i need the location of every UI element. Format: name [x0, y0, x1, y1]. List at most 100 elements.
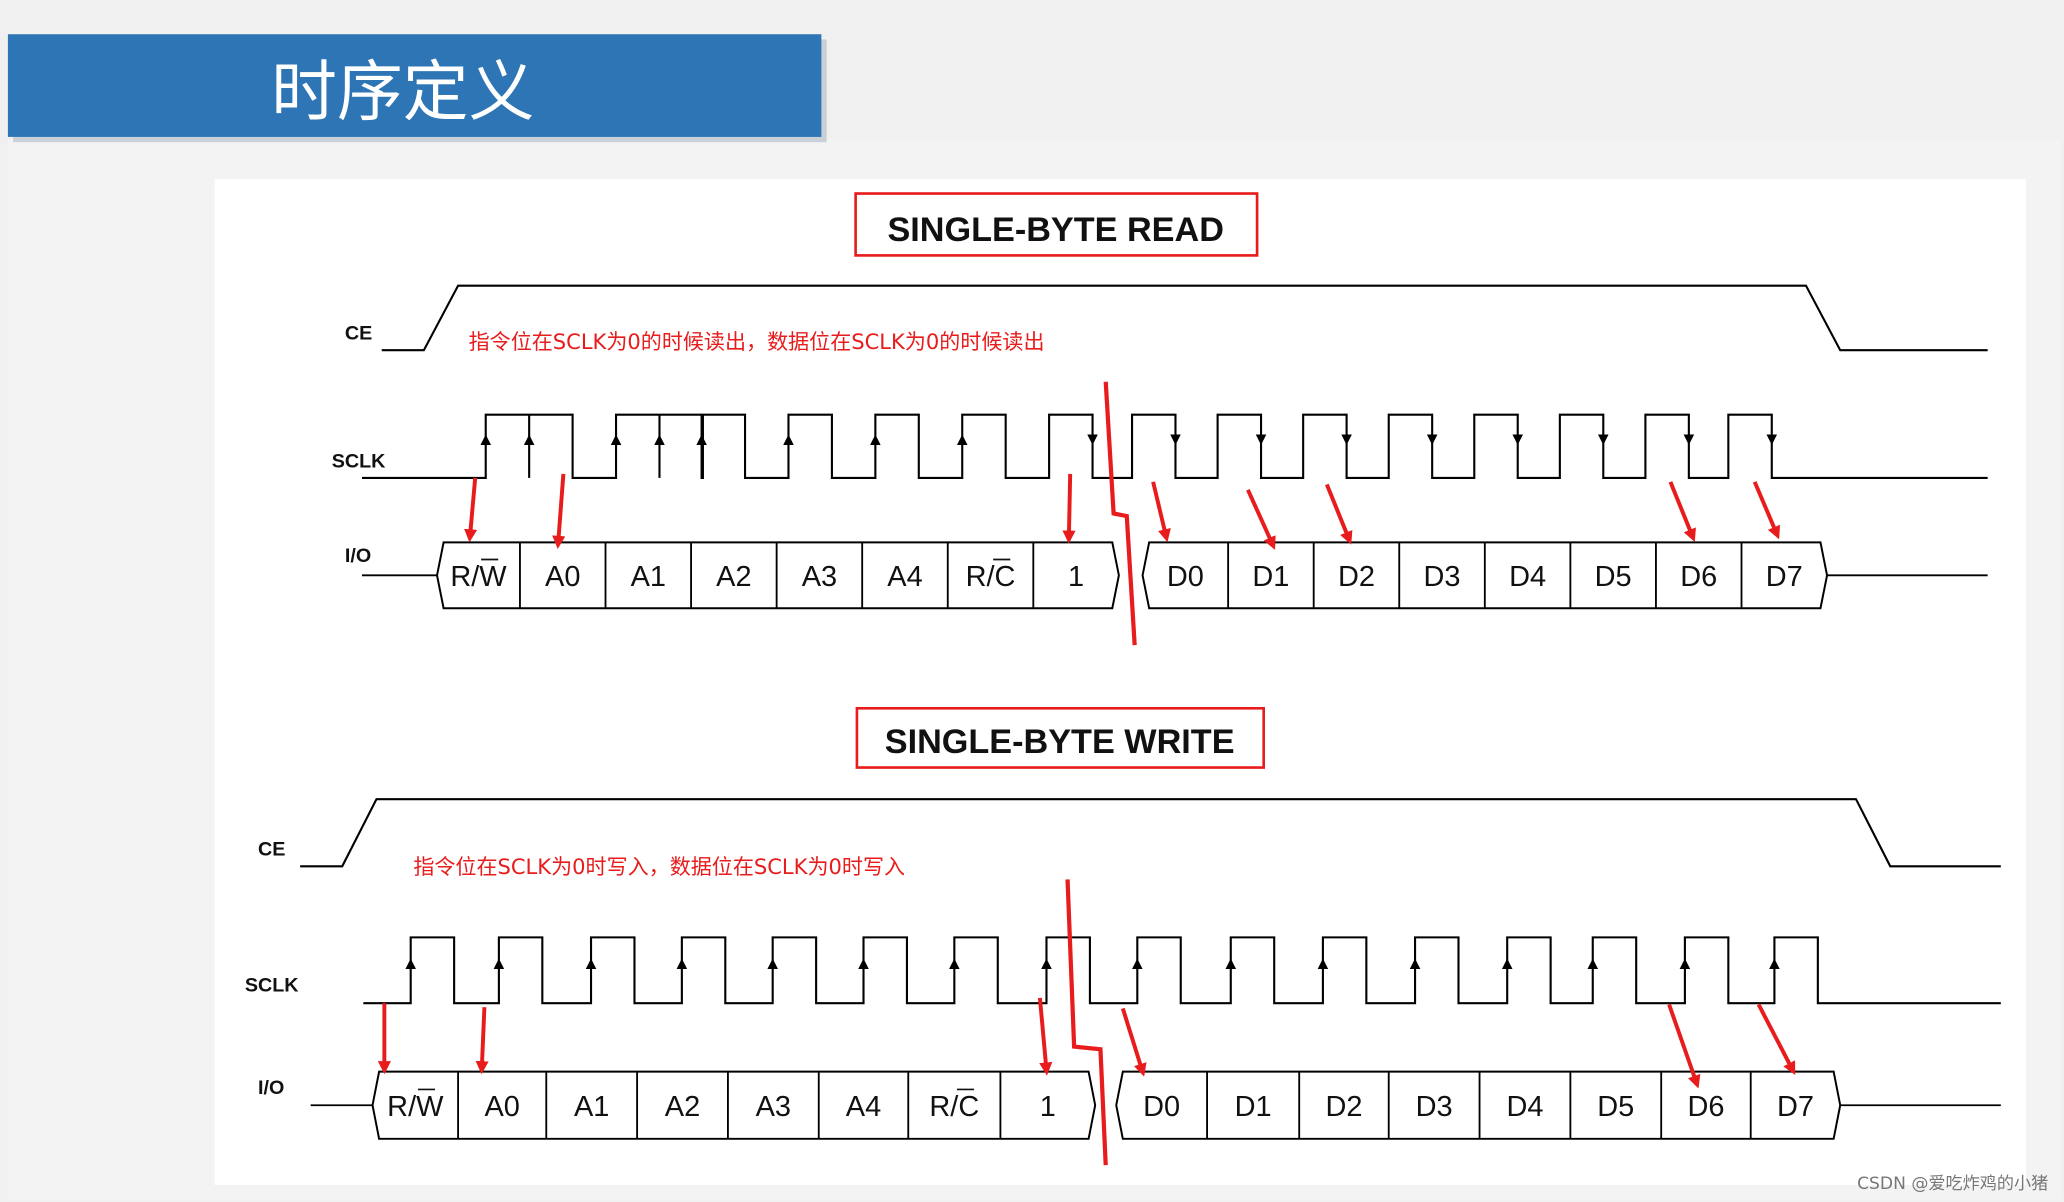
- read-ce-waveform: [381, 284, 1988, 352]
- read-sampling-arrow: [1246, 488, 1276, 550]
- read-sampling-arrow: [1752, 481, 1781, 540]
- read-sampling-arrow: [1062, 473, 1076, 544]
- write-title-box: [855, 706, 1265, 769]
- diagram-panel: [214, 179, 2026, 1185]
- read-data-bit-label: D0: [1167, 561, 1204, 593]
- write-sclk-rising-edge-marker: [767, 958, 778, 969]
- write-command-bit-label: A2: [665, 1091, 700, 1123]
- write-sclk-label: SCLK: [245, 974, 299, 996]
- read-data-bit-label: D4: [1509, 561, 1546, 593]
- read-break-line: [1103, 381, 1137, 646]
- write-sclk-rising-edge-marker: [1317, 958, 1329, 969]
- write-io-label: I/O: [258, 1077, 284, 1099]
- read-sclk-falling-edge-marker: [1598, 434, 1609, 445]
- write-sclk-path: [363, 936, 2001, 1005]
- write-command-segment: [371, 1070, 1097, 1140]
- read-data-bit-label: D2: [1338, 561, 1375, 593]
- read-command-bit-label: 1: [1068, 561, 1084, 593]
- write-data-bit-label: D6: [1687, 1091, 1724, 1123]
- read-ce-label: CE: [345, 323, 372, 345]
- write-sclk-rising-edge-marker: [676, 958, 688, 969]
- read-sclk-falling-edge-marker: [1512, 434, 1523, 445]
- write-sclk-rising-edge-marker: [1679, 958, 1691, 969]
- write-command-bit-label: R/C: [929, 1091, 979, 1123]
- write-sclk-rising-edge-marker: [585, 958, 597, 969]
- title-bar-fill: [7, 34, 822, 137]
- read-title-box: [854, 192, 1259, 257]
- read-data-bit-label: D1: [1252, 561, 1289, 593]
- read-command-bit-label: R/C: [966, 561, 1016, 593]
- write-sclk-rising-edge-marker: [405, 958, 416, 969]
- write-command-bit-label: A3: [756, 1091, 791, 1123]
- read-sclk-falling-edge-marker: [1255, 434, 1267, 445]
- read-sclk-rising-edge-marker: [783, 434, 794, 445]
- read-command-bit-label: A4: [887, 561, 922, 593]
- read-annotations: [464, 381, 1781, 646]
- write-sclk-rising-edge-marker: [493, 958, 505, 969]
- write-sampling-arrow: [475, 1007, 489, 1075]
- read-sclk-rising-edge-marker: [696, 434, 707, 445]
- write-sclk-rising-edge-marker: [949, 958, 960, 969]
- write-note: 指令位在SCLK为0时写入，数据位在SCLK为0时写入: [413, 854, 905, 879]
- read-command-bit-label: A2: [716, 561, 751, 593]
- write-diagram: SINGLE-BYTE WRITE CE SCLK I/O 指令位在SCLK为0…: [245, 706, 2001, 1166]
- write-sclk-rising-edge-marker: [1225, 958, 1237, 969]
- slide-title: 时序定义: [271, 54, 534, 131]
- read-data-bit-label: D3: [1424, 561, 1461, 593]
- read-sampling-arrow: [1668, 481, 1696, 543]
- read-sclk-falling-edge-marker: [1683, 434, 1695, 445]
- read-data-bit-label: D6: [1680, 561, 1717, 593]
- write-sclk-rising-edge-marker: [1409, 958, 1421, 969]
- write-title: SINGLE-BYTE WRITE: [885, 723, 1235, 761]
- read-io-label: I/O: [345, 545, 371, 567]
- watermark: CSDN @爱吃炸鸡的小猪: [1857, 1174, 2048, 1194]
- write-sampling-arrow: [1120, 1007, 1147, 1077]
- read-command-bit-label: A1: [631, 561, 666, 593]
- read-sclk-waveform: [361, 413, 1988, 479]
- read-sclk-rising-edge-marker: [654, 434, 665, 445]
- write-sclk-rising-edge-marker: [1587, 958, 1599, 969]
- read-sampling-arrow: [552, 473, 566, 549]
- read-sclk-rising-edge-marker: [480, 434, 491, 445]
- write-data-bit-label: D7: [1777, 1091, 1814, 1123]
- read-sclk-rising-edge-marker: [956, 434, 968, 445]
- read-sclk-path: [361, 413, 1988, 479]
- read-command-segment: [436, 541, 1120, 610]
- write-command-bit-label: A0: [484, 1091, 519, 1123]
- write-sampling-arrow: [1756, 1003, 1796, 1076]
- read-command-bit-label: A0: [545, 561, 580, 593]
- write-data-bit-label: D3: [1416, 1091, 1453, 1123]
- write-sclk-rising-edge-marker: [858, 958, 869, 969]
- read-sclk-falling-edge-marker: [1087, 434, 1098, 445]
- read-sampling-arrow: [464, 477, 478, 543]
- read-diagram: SINGLE-BYTE READ CE SCLK I/O 指令位在SCLK为0的…: [332, 192, 1988, 646]
- read-title: SINGLE-BYTE READ: [887, 211, 1223, 249]
- read-data-bit-label: D5: [1595, 561, 1632, 593]
- read-sclk-falling-edge-marker: [1170, 434, 1181, 445]
- write-ce-label: CE: [258, 839, 285, 861]
- write-command-bit-label: 1: [1040, 1091, 1056, 1123]
- read-command-bit-label: R/W: [450, 561, 507, 593]
- read-sclk-rising-edge-marker: [870, 434, 881, 445]
- write-break-line: [1065, 879, 1108, 1166]
- write-sampling-arrow: [1037, 997, 1053, 1076]
- read-sclk-falling-edge-marker: [1341, 434, 1352, 445]
- write-data-bit-label: D0: [1143, 1091, 1180, 1123]
- write-sclk-rising-edge-marker: [1769, 958, 1780, 969]
- write-data-bit-label: D2: [1325, 1091, 1362, 1123]
- write-data-bit-label: D5: [1597, 1091, 1634, 1123]
- write-command-bit-label: R/W: [387, 1091, 444, 1123]
- write-sampling-arrow: [1667, 1003, 1701, 1089]
- read-note: 指令位在SCLK为0的时候读出，数据位在SCLK为0的时候读出: [469, 329, 1045, 354]
- title-bar: 时序定义: [7, 34, 827, 143]
- write-sclk-rising-edge-marker: [1041, 958, 1052, 969]
- write-command-bit-label: A1: [574, 1091, 609, 1123]
- write-sclk-rising-edge-marker: [1132, 958, 1143, 969]
- write-sclk-rising-edge-marker: [1501, 958, 1513, 969]
- write-data-segment: [1115, 1070, 1842, 1140]
- write-command-bit-label: A4: [846, 1091, 881, 1123]
